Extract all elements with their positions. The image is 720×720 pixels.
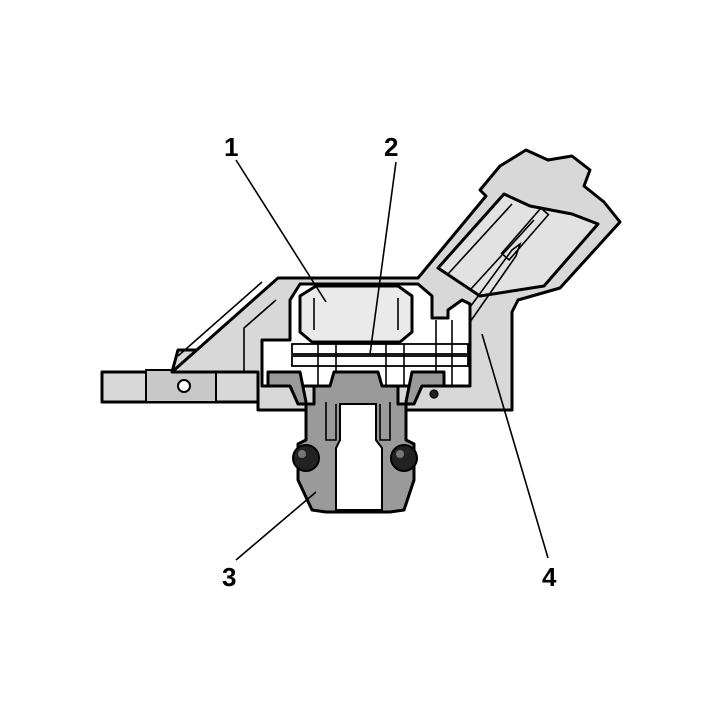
mounting-hole (177, 379, 191, 393)
leader-lines (235, 159, 549, 561)
callout-4: 4 (542, 562, 557, 592)
o-ring-left (292, 444, 320, 472)
leader-4 (481, 333, 549, 559)
connector-pin (461, 241, 522, 323)
callout-3: 3 (222, 562, 236, 592)
o-ring-right (390, 444, 418, 472)
leader-2 (369, 161, 397, 355)
leader-1 (235, 159, 327, 303)
callout-2: 2 (384, 132, 398, 162)
pressure-port-3 (266, 370, 446, 514)
sensing-element-1 (298, 284, 414, 344)
circuit-board (291, 320, 469, 386)
outer-o-rings (292, 444, 418, 472)
callout-1: 1 (224, 132, 238, 162)
electrical-connector (436, 192, 600, 323)
leader-3 (235, 491, 317, 561)
